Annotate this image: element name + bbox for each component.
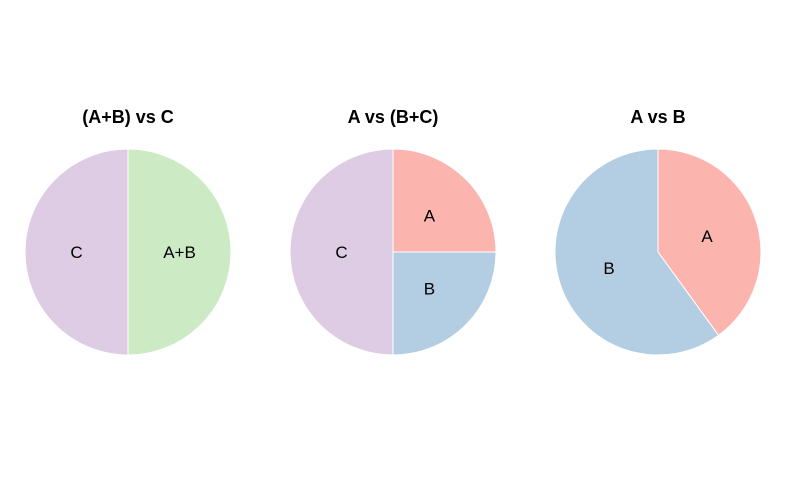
pie-slice-c (289, 148, 394, 356)
pie-title: (A+B) vs C (82, 107, 174, 127)
pie-slice-a (657, 148, 762, 337)
slice-label: B (424, 279, 435, 298)
slice-label: C (335, 243, 347, 262)
pie-slice-a (392, 148, 497, 253)
pie-chart-1: (A+B) vs C A+B C (24, 107, 232, 356)
pie-chart-2: A vs (B+C) A B C (289, 107, 497, 356)
pie-slice-c (24, 148, 129, 356)
pie-slice-a-b (127, 148, 232, 356)
pie-title: A vs B (630, 107, 685, 127)
pie-title: A vs (B+C) (348, 107, 439, 127)
pie-chart-3: A vs B A B (554, 107, 762, 356)
slice-label: A+B (163, 243, 196, 262)
slice-label: A (701, 227, 713, 246)
slice-label: A (424, 207, 436, 226)
pie-slice-b (554, 148, 720, 356)
slice-label: B (603, 259, 614, 278)
pie-slice-b (392, 251, 497, 356)
slice-label: C (70, 243, 82, 262)
